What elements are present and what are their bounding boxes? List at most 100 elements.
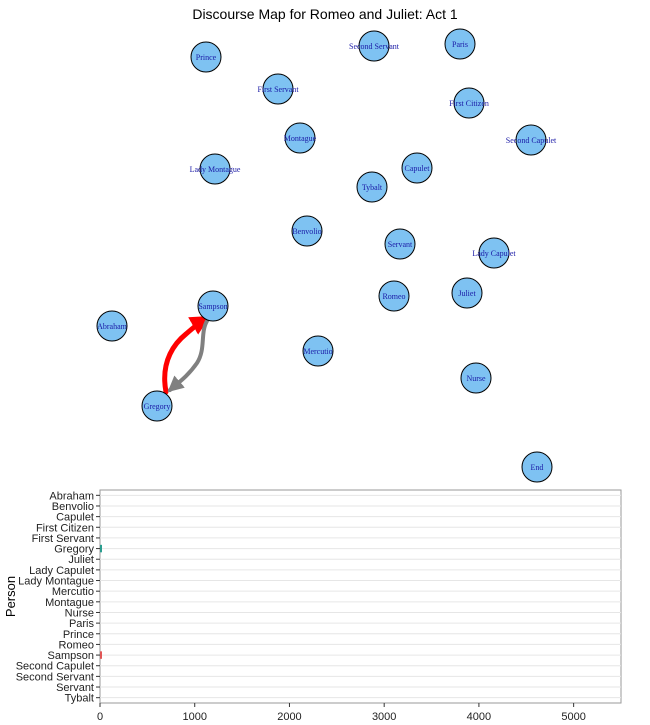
x-axis: 0 1000 2000 3000 4000 5000: [97, 703, 586, 723]
bar-sampson: [100, 651, 102, 659]
node-circle: [384, 228, 416, 260]
y-tick-label-juliet: Juliet: [68, 554, 94, 566]
node-circle: [190, 41, 222, 73]
y-tick-label-abraham: Abraham: [49, 490, 94, 502]
node-label: Second Capulet: [506, 136, 557, 145]
node-circle: [358, 30, 390, 62]
node-circle: [401, 152, 433, 184]
node-label: Gregory: [144, 402, 171, 411]
node-label: Montague: [284, 134, 317, 143]
y-tick-label-romeo: Romeo: [59, 639, 94, 651]
node-label: Lady Montague: [190, 165, 241, 174]
y-tick-label-capulet: Capulet: [56, 512, 94, 524]
node-circle: [451, 277, 483, 309]
y-tick-label-lady-capulet: Lady Capulet: [29, 565, 94, 577]
node-label: Capulet: [405, 164, 431, 173]
y-axis-title: Person: [3, 576, 18, 617]
y-tick-label-second-capulet: Second Capulet: [16, 661, 94, 673]
y-tick-label-nurse: Nurse: [65, 607, 94, 619]
node-label: Abraham: [97, 322, 128, 331]
node-label: Second Servant: [349, 42, 400, 51]
node-circle: [453, 87, 485, 119]
node-nurse: Nurse: [460, 362, 492, 394]
node-label: Servant: [388, 240, 413, 249]
node-gregory: Gregory: [141, 390, 173, 422]
y-tick-label-first-servant: First Servant: [32, 533, 94, 545]
node-label: Romeo: [382, 292, 405, 301]
node-label: Paris: [452, 40, 468, 49]
x-tick-label-2000: 2000: [277, 711, 301, 723]
x-tick-label-5000: 5000: [561, 711, 585, 723]
y-tick-label-montague: Montague: [45, 597, 94, 609]
node-end: End: [521, 451, 553, 483]
node-label: Mercutio: [303, 347, 332, 356]
y-tick-label-mercutio: Mercutio: [52, 586, 94, 598]
node-label: Juliet: [458, 289, 476, 298]
node-second-servant: Second Servant: [349, 30, 400, 62]
node-benvolio: Benvolio: [291, 215, 323, 247]
node-label: Sampson: [198, 302, 227, 311]
node-label: Prince: [196, 53, 217, 62]
node-label: Lady Capulet: [472, 249, 516, 258]
x-tick-label-0: 0: [97, 711, 103, 723]
node-second-capulet: Second Capulet: [506, 124, 557, 156]
y-tick-label-paris: Paris: [69, 618, 95, 630]
x-tick-label-3000: 3000: [372, 711, 396, 723]
node-circle: [302, 335, 334, 367]
y-tick-label-servant: Servant: [56, 682, 94, 694]
node-capulet: Capulet: [401, 152, 433, 184]
node-first-servant: First Servant: [257, 73, 299, 105]
node-circle: [356, 171, 388, 203]
node-lady-montague: Lady Montague: [190, 153, 241, 185]
node-label: First Citizen: [449, 99, 489, 108]
node-circle: [515, 124, 547, 156]
node-montague: Montague: [284, 122, 317, 154]
node-circle: [284, 122, 316, 154]
node-paris: Paris: [444, 28, 476, 60]
bars: [100, 544, 102, 659]
y-tick-label-first-citizen: First Citizen: [36, 522, 94, 534]
y-tick-label-sampson: Sampson: [48, 650, 94, 662]
node-circle: [460, 362, 492, 394]
x-tick-label-1000: 1000: [182, 711, 206, 723]
bar-gregory: [100, 544, 102, 553]
chart-title: Discourse Map for Romeo and Juliet: Act …: [192, 6, 458, 22]
edge-layer: [162, 315, 211, 395]
node-label: Tybalt: [362, 183, 383, 192]
node-label: Nurse: [466, 374, 486, 383]
y-tick-label-tybalt: Tybalt: [65, 693, 94, 705]
node-prince: Prince: [190, 41, 222, 73]
node-circle: [521, 451, 553, 483]
node-circle: [291, 215, 323, 247]
node-circle: [378, 280, 410, 312]
node-first-citizen: First Citizen: [449, 87, 489, 119]
node-label: First Servant: [257, 85, 299, 94]
y-tick-label-lady-montague: Lady Montague: [18, 576, 94, 588]
x-tick-label-4000: 4000: [467, 711, 491, 723]
edge-sampson-to-gregory: [167, 319, 209, 393]
y-tick-label-benvolio: Benvolio: [52, 501, 94, 513]
node-lady-capulet: Lady Capulet: [472, 237, 516, 269]
node-tybalt: Tybalt: [356, 171, 388, 203]
node-circle: [96, 310, 128, 342]
node-circle: [199, 153, 231, 185]
node-circle: [197, 290, 229, 322]
y-tick-label-second-servant: Second Servant: [16, 671, 94, 683]
node-label: Benvolio: [292, 227, 321, 236]
node-mercutio: Mercutio: [302, 335, 334, 367]
node-circle: [478, 237, 510, 269]
y-tick-label-gregory: Gregory: [54, 544, 94, 556]
node-juliet: Juliet: [451, 277, 483, 309]
grid-lines: [100, 494, 621, 699]
node-label: End: [531, 463, 544, 472]
node-sampson: Sampson: [197, 290, 229, 322]
plot-area: [99, 489, 622, 704]
y-tick-label-prince: Prince: [63, 629, 94, 641]
node-circle: [262, 73, 294, 105]
node-circle: [141, 390, 173, 422]
node-circle: [444, 28, 476, 60]
